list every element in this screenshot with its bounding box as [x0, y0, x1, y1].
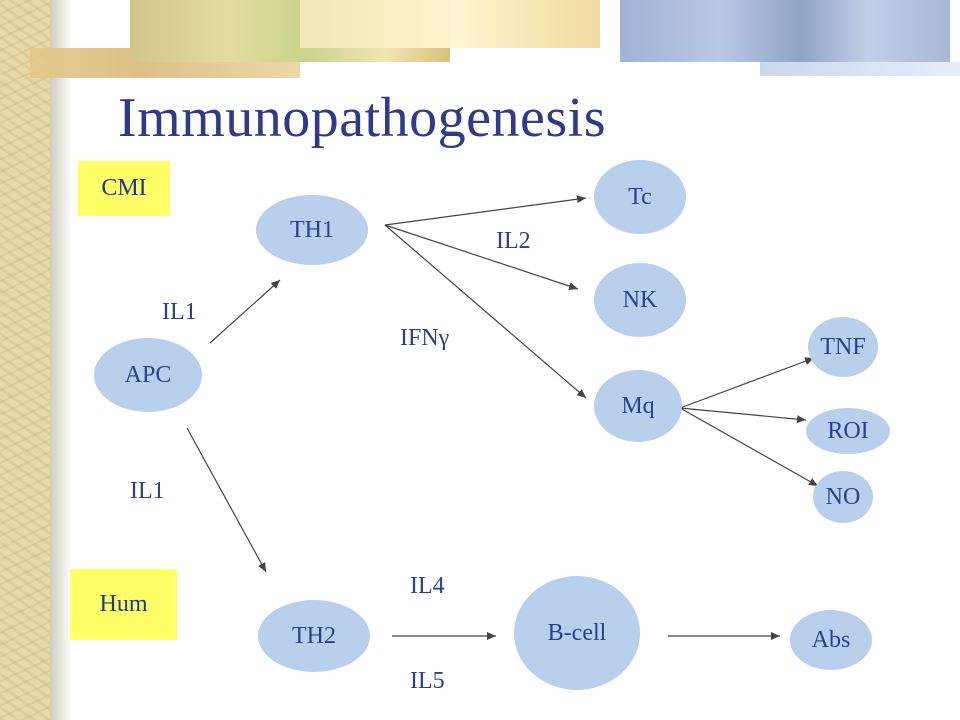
- node-roi: ROI: [806, 408, 890, 454]
- arrow-mq-no: [679, 407, 819, 487]
- arrow-mq-roi: [679, 407, 807, 424]
- slide-shadow: [50, 0, 72, 720]
- node-no: NO: [813, 471, 873, 523]
- cmi-box: CMI: [78, 161, 170, 216]
- node-th1: TH1: [256, 195, 368, 265]
- arrow-apc-th2: [186, 427, 267, 573]
- header-banner: [300, 0, 600, 48]
- arrow-th1-nk: [384, 224, 579, 290]
- label-il2: IL2: [496, 228, 531, 254]
- header-banner: [620, 0, 950, 62]
- slide-title: Immunopathogenesis: [118, 87, 607, 149]
- parchment-border: [0, 0, 50, 720]
- node-tnf: TNF: [808, 317, 878, 377]
- label-il1-lower: IL1: [130, 478, 165, 504]
- node-apc: APC: [94, 338, 202, 412]
- header-banner: [760, 62, 960, 76]
- arrow-mq-tnf: [679, 357, 815, 409]
- label-il1-upper: IL1: [162, 299, 197, 325]
- node-tc: Tc: [594, 160, 686, 234]
- label-ifn-gamma: IFNγ: [400, 325, 450, 351]
- arrow-th1-mq: [384, 224, 587, 399]
- label-il4: IL4: [410, 573, 445, 599]
- arrow-apc-th1: [209, 279, 281, 344]
- node-th2: TH2: [258, 600, 370, 672]
- arrow-th1-tc: [384, 195, 587, 226]
- label-il5: IL5: [410, 668, 445, 694]
- node-mq: Mq: [594, 370, 682, 442]
- node-nk: NK: [594, 263, 686, 337]
- hum-box: Hum: [70, 569, 177, 640]
- node-bcell: B-cell: [514, 576, 640, 690]
- node-abs: Abs: [790, 610, 872, 670]
